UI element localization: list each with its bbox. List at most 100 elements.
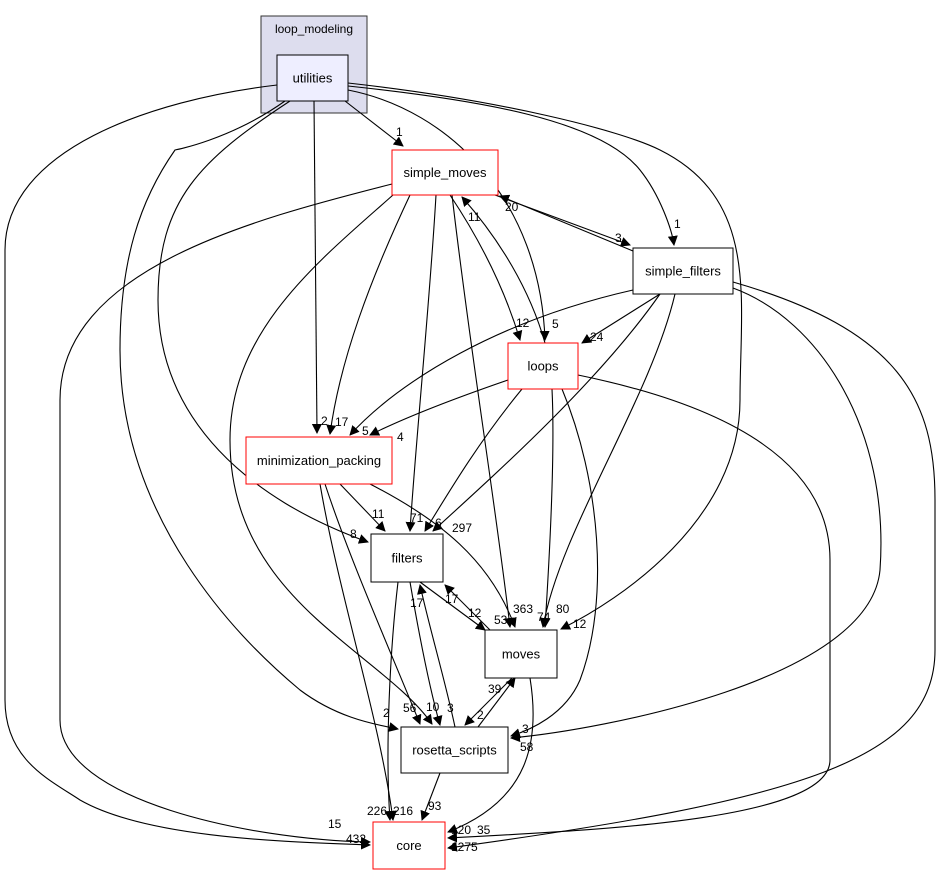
edge-minimization_packing-to-rosetta_scripts[interactable]	[324, 483, 422, 725]
edge-utilities-to-minimization_packing[interactable]	[311, 100, 322, 434]
edge-simple_filters-to-core[interactable]	[447, 281, 936, 852]
edge-rosetta_scripts-to-filters[interactable]	[417, 584, 456, 728]
edge-label[interactable]: 216	[393, 804, 413, 818]
node-box	[507, 342, 579, 390]
edge-label[interactable]: 363	[513, 602, 533, 616]
edge-label[interactable]: 17	[410, 596, 424, 610]
edge-label[interactable]: 1	[396, 125, 403, 139]
edge-utilities-to-simple_filters[interactable]	[347, 85, 678, 246]
edge-rosetta_scripts-to-core[interactable]	[420, 772, 441, 821]
edge-label[interactable]: 432	[346, 832, 366, 846]
edge-label[interactable]: 120	[451, 823, 471, 837]
edge-label[interactable]: 1	[674, 217, 681, 231]
edge-simple_filters-to-simple_moves[interactable]	[499, 194, 634, 252]
edge-label[interactable]: 10	[426, 700, 440, 714]
edge-label[interactable]: 2	[383, 706, 390, 720]
edge-label[interactable]: 12	[516, 316, 530, 330]
node-minimization-packing[interactable]: minimization_packing	[245, 436, 393, 485]
edge-utilities-to-simple_moves[interactable]	[344, 100, 404, 147]
edge-moves-to-filters[interactable]	[444, 584, 491, 631]
node-simple-moves[interactable]: simple_moves	[391, 149, 499, 196]
edge-label[interactable]: 74	[537, 610, 551, 624]
edge-simple_filters-to-loops[interactable]	[581, 293, 661, 344]
node-loops[interactable]: loops	[507, 342, 579, 390]
edge-simple_moves-to-loops[interactable]	[449, 194, 523, 341]
edge-label[interactable]: 11	[468, 210, 481, 224]
edge-filters-to-moves[interactable]	[419, 581, 486, 631]
node-label: minimization_packing	[257, 453, 381, 468]
edge-loops-to-moves[interactable]	[540, 388, 554, 628]
edge-simple_moves-to-rosetta_scripts[interactable]	[229, 194, 433, 725]
edge-label[interactable]: 71	[410, 511, 424, 525]
edge-loops-to-rosetta_scripts[interactable]	[510, 388, 599, 739]
edge-label[interactable]: 53	[494, 613, 508, 627]
edge-simple_filters-to-moves[interactable]	[539, 293, 676, 628]
node-utilities[interactable]: utilities	[276, 54, 349, 102]
edge-label[interactable]: 20	[505, 200, 519, 214]
node-core[interactable]: core	[372, 821, 446, 870]
edge-label[interactable]: 93	[428, 799, 442, 813]
edge-label[interactable]: 3	[447, 701, 454, 715]
edge-simple_moves-to-moves[interactable]	[451, 194, 514, 628]
edge-rosetta_scripts-to-moves[interactable]	[477, 677, 516, 728]
edge-simple_moves-to-core[interactable]	[59, 183, 393, 847]
edge-label[interactable]: 2	[321, 414, 328, 428]
node-simple-filters[interactable]: simple_filters	[632, 247, 734, 295]
edge-utilities-to-moves[interactable]	[347, 82, 743, 630]
edge-loops-to-filters[interactable]	[424, 388, 523, 532]
edge-labels-layer: 1281556511232012111771531043224529780581…	[321, 125, 681, 854]
edge-simple_moves-to-filters[interactable]	[405, 194, 437, 532]
node-label: utilities	[293, 71, 333, 86]
edge-loops-to-minimization_packing[interactable]	[369, 379, 509, 436]
edge-filters-to-core[interactable]	[384, 581, 399, 821]
node-moves[interactable]: moves	[484, 629, 558, 679]
edge-label[interactable]: 297	[452, 521, 472, 535]
edge-label[interactable]: 226	[367, 804, 387, 818]
edge-label[interactable]: 8	[350, 527, 357, 541]
node-box	[276, 54, 349, 102]
edge-label[interactable]: 2	[477, 708, 484, 722]
edge-label[interactable]: 35	[477, 823, 491, 837]
edge-label[interactable]: 3	[522, 722, 529, 736]
edge-label[interactable]: 3	[615, 231, 622, 245]
edge-utilities-to-filters[interactable]	[157, 100, 369, 544]
edge-label[interactable]: 80	[556, 602, 570, 616]
edge-label[interactable]: 56	[403, 701, 417, 715]
edge-label[interactable]: 6	[435, 516, 442, 530]
edge-simple_filters-to-filters[interactable]	[432, 293, 661, 532]
edge-moves-to-core[interactable]	[447, 677, 534, 834]
node-label: simple_moves	[403, 165, 487, 180]
edge-label[interactable]: 15	[328, 817, 342, 831]
node-rosetta-scripts[interactable]: rosetta_scripts	[400, 726, 509, 774]
edge-label[interactable]: 12	[573, 617, 587, 631]
edge-utilities-to-loops[interactable]	[347, 89, 550, 341]
edge-label[interactable]: 4	[397, 430, 404, 444]
edge-label[interactable]: 11	[372, 507, 385, 521]
node-box	[370, 533, 444, 583]
node-box	[372, 821, 446, 870]
edge-label[interactable]: 5	[362, 424, 369, 438]
edge-label[interactable]: 1275	[451, 840, 478, 854]
node-label: simple_filters	[645, 264, 721, 279]
edge-label[interactable]: 17	[445, 592, 459, 606]
edge-utilities-to-rosetta_scripts[interactable]	[119, 100, 399, 732]
edge-label[interactable]: 24	[590, 330, 604, 344]
edge-simple_moves-to-minimization_packing[interactable]	[326, 194, 411, 435]
edge-loops-to-core[interactable]	[447, 374, 831, 843]
edge-simple_filters-to-rosetta_scripts[interactable]	[510, 287, 882, 743]
edge-label[interactable]: 5	[552, 317, 559, 331]
edge-moves-to-rosetta_scripts[interactable]	[464, 677, 513, 726]
edge-label[interactable]: 12	[468, 606, 482, 620]
edge-label[interactable]: 39	[488, 682, 502, 696]
edge-minimization_packing-to-filters[interactable]	[339, 483, 386, 532]
edge-simple_filters-to-minimization_packing[interactable]	[349, 289, 634, 436]
edge-minimization_packing-to-core[interactable]	[319, 483, 397, 821]
edge-label[interactable]: 17	[335, 415, 349, 429]
edge-utilities-to-core[interactable]	[4, 84, 371, 850]
edge-minimization_packing-to-moves[interactable]	[369, 483, 517, 628]
node-filters[interactable]: filters	[370, 533, 444, 583]
node-box	[484, 629, 558, 679]
edge-label[interactable]: 58	[520, 740, 534, 754]
edge-loops-to-simple_moves[interactable]	[461, 196, 546, 344]
edge-filters-to-rosetta_scripts[interactable]	[409, 581, 443, 726]
